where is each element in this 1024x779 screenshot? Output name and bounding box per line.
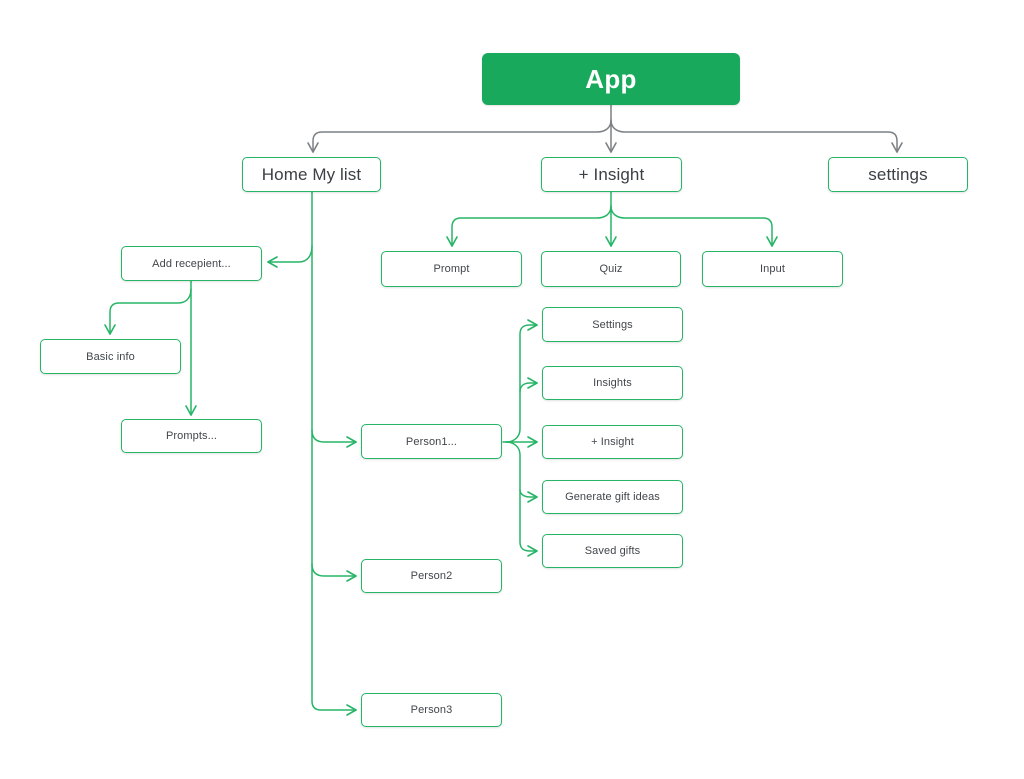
edge-home-person3 [311, 191, 357, 716]
node-person1-settings[interactable]: Settings [542, 307, 683, 342]
node-person2[interactable]: Person2 [361, 559, 502, 593]
node-home-my-list[interactable]: Home My list [242, 157, 381, 192]
edge-person1-insights [519, 377, 538, 393]
edge-app-home [307, 119, 612, 153]
node-input[interactable]: Input [702, 251, 843, 287]
node-quiz[interactable]: Quiz [541, 251, 681, 287]
edge-insight-input [610, 205, 778, 247]
node-settings[interactable]: settings [828, 157, 968, 192]
edge-person1-generate [519, 489, 538, 503]
edge-person1-settings [505, 319, 538, 443]
node-app[interactable]: App [482, 53, 740, 105]
node-prompt[interactable]: Prompt [381, 251, 522, 287]
edge-home-person1 [311, 429, 357, 448]
edge-app-settings [610, 119, 903, 153]
node-person1-add-insight[interactable]: + Insight [542, 425, 683, 459]
node-person1-generate-gift-ideas[interactable]: Generate gift ideas [542, 480, 683, 514]
edge-home-person2 [311, 563, 357, 582]
node-person1-insights[interactable]: Insights [542, 366, 683, 400]
node-person1-saved-gifts[interactable]: Saved gifts [542, 534, 683, 568]
edge-insight-prompt [446, 205, 612, 247]
edge-add-recipient-basic-info [104, 288, 192, 335]
edge-home-add-recipient [267, 245, 313, 268]
node-add-insight[interactable]: + Insight [541, 157, 682, 192]
node-prompts[interactable]: Prompts... [121, 419, 262, 453]
node-person1[interactable]: Person1... [361, 424, 502, 459]
node-person3[interactable]: Person3 [361, 693, 502, 727]
edge-person1-saved-gifts [505, 441, 538, 557]
node-basic-info[interactable]: Basic info [40, 339, 181, 374]
node-add-recipient[interactable]: Add recepient... [121, 246, 262, 281]
